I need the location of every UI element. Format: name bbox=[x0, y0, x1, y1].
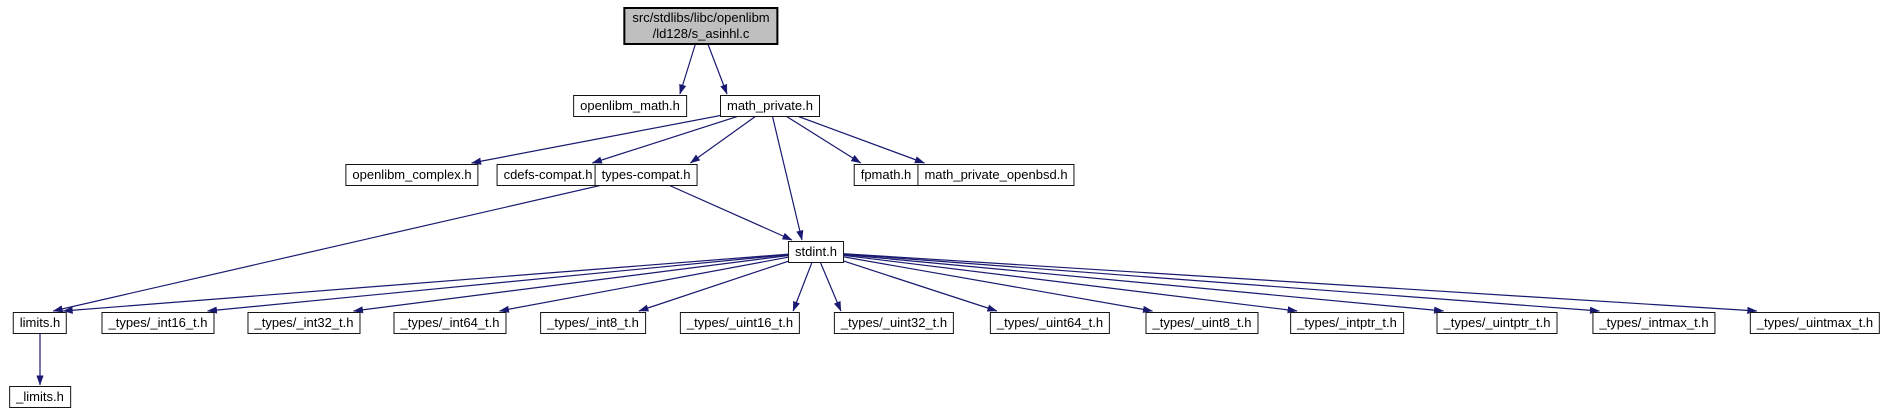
edge-stdint-h-to-limits-h bbox=[62, 251, 817, 314]
edge-stdint-h-to-types-uintptr-t-h bbox=[815, 251, 1444, 314]
graph-node-math-private-openbsd-h[interactable]: math_private_openbsd.h bbox=[917, 164, 1075, 186]
graph-node-types-uint16-t-h[interactable]: _types/_uint16_t.h bbox=[679, 312, 801, 334]
graph-node-math-private-h[interactable]: math_private.h bbox=[720, 95, 820, 117]
edge-stdint-h-to-types-uint8-t-h bbox=[815, 251, 1153, 313]
graph-node-types-int32-t-h[interactable]: _types/_int32_t.h bbox=[247, 312, 361, 334]
graph-node-cdefs-compat-h[interactable]: cdefs-compat.h bbox=[496, 164, 600, 186]
graph-node-types-uint8-t-h[interactable]: _types/_uint8_t.h bbox=[1145, 312, 1259, 334]
edge-types-compat-h-to-limits-h bbox=[52, 174, 647, 313]
graph-node-types-uint32-t-h[interactable]: _types/_uint32_t.h bbox=[833, 312, 955, 334]
edge-stdint-h-to-types-int64-t-h bbox=[499, 251, 817, 313]
graph-node-types-uintptr-t-h[interactable]: _types/_uintptr_t.h bbox=[1436, 312, 1558, 334]
graph-node-types-intmax-t-h[interactable]: _types/_intmax_t.h bbox=[1592, 312, 1716, 334]
edge-stdint-h-to-types-intmax-t-h bbox=[815, 251, 1600, 314]
graph-node-types-uint64-t-h[interactable]: _types/_uint64_t.h bbox=[989, 312, 1111, 334]
graph-node-stdint-h[interactable]: stdint.h bbox=[788, 241, 844, 263]
graph-node-types-int16-t-h[interactable]: _types/_int16_t.h bbox=[101, 312, 215, 334]
graph-node-limits-h[interactable]: limits.h bbox=[12, 312, 68, 334]
graph-node-types-compat-h[interactable]: types-compat.h bbox=[594, 164, 698, 186]
graph-node-root[interactable]: src/stdlibs/libc/openlibm /ld128/s_asinh… bbox=[623, 7, 779, 45]
edge-stdint-h-to-types-int8-t-h bbox=[638, 251, 817, 312]
graph-node-fpmath-h[interactable]: fpmath.h bbox=[853, 164, 919, 186]
edge-stdint-h-to-types-intptr-t-h bbox=[815, 251, 1298, 314]
graph-node-openlibm-complex-h[interactable]: openlibm_complex.h bbox=[345, 164, 479, 186]
edge-stdint-h-to-types-uintmax-t-h bbox=[815, 251, 1758, 314]
graph-node-limits2-h[interactable]: _limits.h bbox=[9, 386, 71, 408]
graph-node-types-uintmax-t-h[interactable]: _types/_uintmax_t.h bbox=[1749, 312, 1881, 334]
graph-node-openlibm-math-h[interactable]: openlibm_math.h bbox=[573, 95, 687, 117]
edge-stdint-h-to-types-int32-t-h bbox=[353, 251, 817, 314]
graph-node-types-int8-t-h[interactable]: _types/_int8_t.h bbox=[540, 312, 646, 334]
edge-math-private-h-to-stdint-h bbox=[769, 105, 804, 241]
edge-stdint-h-to-types-int16-t-h bbox=[207, 251, 817, 314]
edge-stdint-h-to-types-uint64-t-h bbox=[815, 251, 998, 312]
graph-node-types-intptr-t-h[interactable]: _types/_intptr_t.h bbox=[1290, 312, 1404, 334]
graph-node-types-int64-t-h[interactable]: _types/_int64_t.h bbox=[393, 312, 507, 334]
